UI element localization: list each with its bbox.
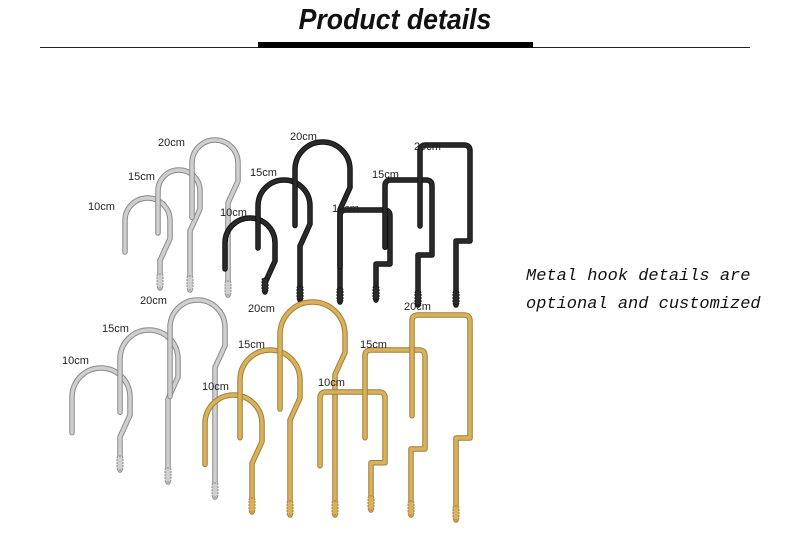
hook-black-10cm: 10cm [220, 207, 278, 295]
size-label: 15cm [250, 167, 277, 179]
size-label: 15cm [128, 171, 155, 183]
screw-thread-icon [186, 275, 194, 291]
hook-group-gold-round: 10cm 15cm 20cm [202, 299, 348, 518]
hook-black-15cm: 15cm [372, 169, 435, 308]
screw-thread-icon [372, 285, 380, 301]
screw-thread-icon [407, 500, 415, 516]
size-label: 15cm [238, 339, 265, 351]
hook-silver-15cm: 15cm [128, 167, 203, 293]
hook-gold-20cm: 20cm [248, 299, 348, 518]
hook-silver-20cm: 20cm [158, 137, 241, 298]
page-title: Product details [298, 4, 492, 36]
hook-group-black-square: 10cm 15cm 20cm [332, 141, 473, 308]
hook-silver-10cm: 10cm [88, 195, 173, 291]
size-label: 20cm [414, 141, 441, 153]
hook-silver-15cm: 15cm [102, 323, 181, 485]
hook-silver-10cm: 10cm [62, 355, 133, 473]
size-label: 10cm [88, 201, 115, 213]
hook-silver-20cm: 20cm [140, 295, 228, 500]
size-label: 15cm [372, 169, 399, 181]
size-label: 20cm [140, 295, 167, 307]
size-label: 20cm [158, 137, 185, 149]
size-label: 10cm [332, 203, 359, 215]
size-label: 10cm [318, 377, 345, 389]
screw-thread-icon [452, 290, 460, 306]
hook-group-gold-square: 10cm 15cm 20cm [317, 301, 473, 523]
screw-thread-icon [156, 273, 164, 289]
hook-gold-15cm: 15cm [237, 339, 303, 518]
size-label: 10cm [202, 381, 229, 393]
size-label: 15cm [102, 323, 129, 335]
hook-gold-15cm: 15cm [360, 339, 428, 518]
screw-thread-icon [286, 500, 294, 516]
screw-thread-icon [164, 467, 172, 483]
description-line-2: optional and customized [526, 295, 761, 314]
hook-black-20cm: 20cm [290, 131, 353, 305]
screw-thread-icon [224, 280, 232, 296]
size-label: 20cm [248, 303, 275, 315]
size-label: 15cm [360, 339, 387, 351]
screw-thread-icon [336, 287, 344, 303]
size-label: 10cm [220, 207, 247, 219]
screw-thread-icon [367, 495, 375, 511]
screw-thread-icon [261, 277, 269, 293]
hook-group-silver-round-top: 10cm 15cm 20cm [88, 137, 241, 298]
screw-thread-icon [116, 455, 124, 471]
size-label: 20cm [290, 131, 317, 143]
hook-black-15cm: 15cm [250, 167, 313, 303]
size-label: 20cm [404, 301, 431, 313]
hook-gold-10cm: 10cm [202, 381, 265, 515]
hook-gold-20cm: 20cm [404, 301, 473, 523]
title-underline [258, 42, 533, 48]
description: Metal hook details are optional and cust… [526, 263, 761, 319]
size-label: 10cm [62, 355, 89, 367]
screw-thread-icon [211, 482, 219, 498]
hook-black-20cm: 20cm [414, 141, 473, 308]
screw-thread-icon [452, 505, 460, 521]
hook-group-silver-round-bottom: 10cm 15cm 20cm [62, 295, 228, 500]
hook-gold-10cm: 10cm [317, 377, 388, 513]
screw-thread-icon [414, 290, 422, 306]
description-line-1: Metal hook details are [526, 267, 751, 286]
screw-thread-icon [296, 285, 304, 301]
screw-thread-icon [248, 497, 256, 513]
screw-thread-icon [331, 500, 339, 516]
hook-group-black-round: 10cm 15cm 20cm [220, 131, 353, 305]
